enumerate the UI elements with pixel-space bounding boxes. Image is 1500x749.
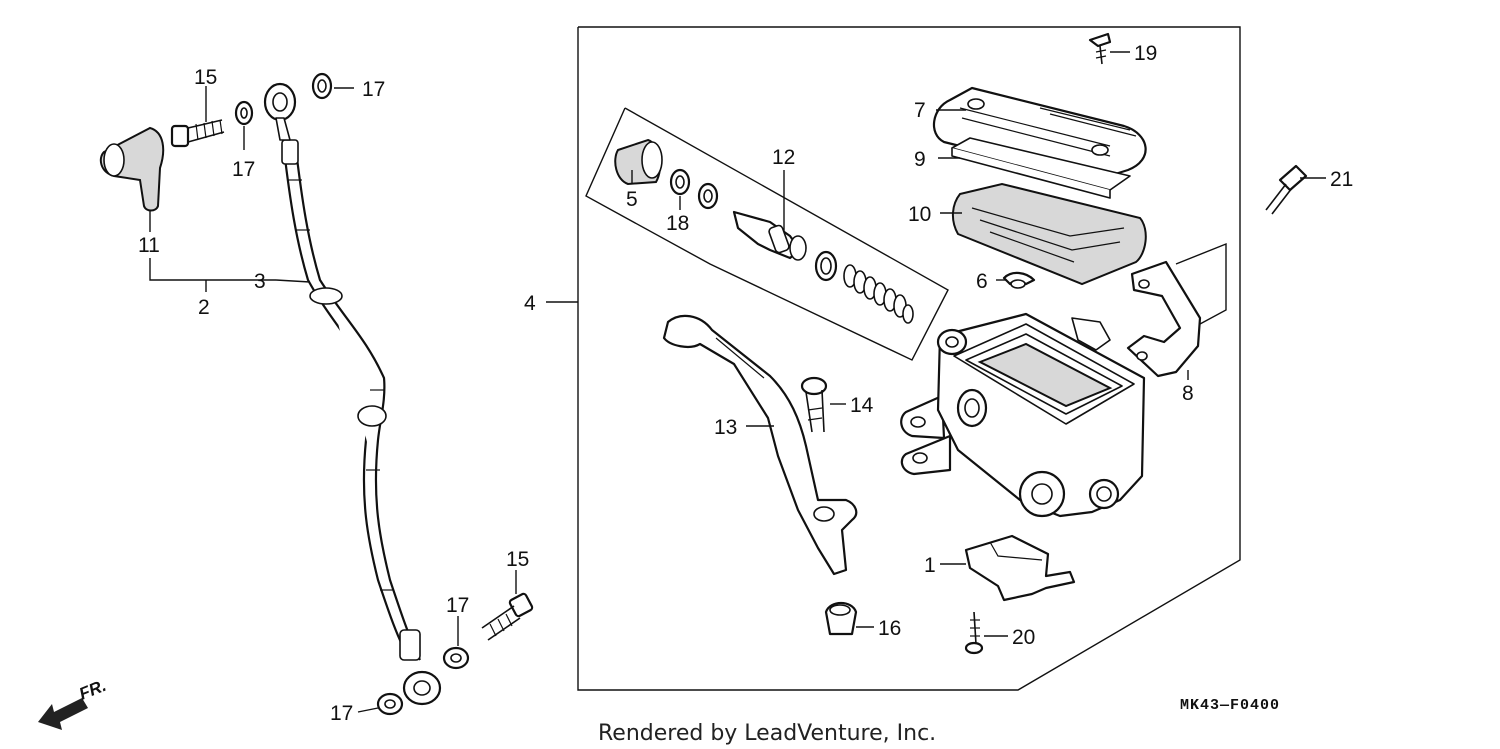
callout-9: 9	[914, 148, 926, 171]
callout-2: 2	[198, 296, 210, 319]
callout-15-bottom: 15	[506, 548, 529, 571]
piston-kit-frame	[585, 107, 949, 361]
callout-21: 21	[1330, 168, 1353, 191]
leader-lines	[149, 51, 1326, 713]
master-cylinder-body	[900, 312, 1146, 518]
callout-20: 20	[1012, 626, 1035, 649]
arrow-left-icon	[38, 698, 88, 730]
cap-screw	[1088, 32, 1112, 65]
callout-17-b: 17	[362, 78, 385, 101]
reservoir-plate	[951, 137, 1131, 199]
pivot-bolt	[800, 376, 828, 433]
assembly-frame	[577, 26, 1241, 691]
piston-kit-parts	[614, 138, 914, 324]
callout-17-d: 17	[330, 702, 353, 725]
callout-18: 18	[666, 212, 689, 235]
switch-screw	[964, 611, 984, 655]
callout-8: 8	[1182, 382, 1194, 405]
callout-15-top: 15	[194, 66, 217, 89]
callout-11: 11	[138, 234, 160, 257]
brake-lever	[662, 314, 858, 576]
clamp-bolt	[1265, 164, 1308, 215]
banjo-bolt-top	[170, 119, 225, 148]
callout-14: 14	[850, 394, 874, 417]
callout-16: 16	[878, 617, 901, 640]
callout-4: 4	[524, 292, 536, 315]
callout-1: 1	[924, 554, 936, 577]
callout-17-a: 17	[232, 158, 255, 181]
callout-17-c: 17	[446, 594, 469, 617]
front-direction-arrow: FR.	[38, 676, 109, 730]
reservoir-diaphragm	[952, 182, 1147, 286]
reservoir-cap	[933, 86, 1147, 182]
credit-text: Rendered by LeadVenture, Inc.	[598, 721, 936, 746]
callout-6: 6	[976, 270, 988, 293]
callout-5: 5	[626, 188, 638, 211]
callout-12: 12	[772, 146, 795, 169]
sealing-washers	[234, 72, 470, 716]
direction-label: FR.	[76, 676, 109, 704]
diagram-code: MK43—F0400	[1180, 697, 1280, 714]
callout-10: 10	[908, 203, 931, 226]
banjo-bolt-bottom	[481, 592, 534, 641]
callout-7: 7	[914, 99, 926, 122]
callout-labels: 15 17 17 11 3 2 4 15 17 17 5 18 12 7 9 1…	[138, 42, 1353, 725]
callout-3: 3	[254, 270, 266, 293]
clamp-holder	[1126, 260, 1202, 378]
callout-13: 13	[714, 416, 737, 439]
brake-light-switch	[964, 534, 1076, 602]
pivot-nut	[824, 601, 858, 636]
brake-hose	[263, 82, 442, 706]
retainer-clip	[1002, 271, 1036, 289]
callout-19: 19	[1134, 42, 1157, 65]
rubber-boot-part	[99, 126, 165, 212]
